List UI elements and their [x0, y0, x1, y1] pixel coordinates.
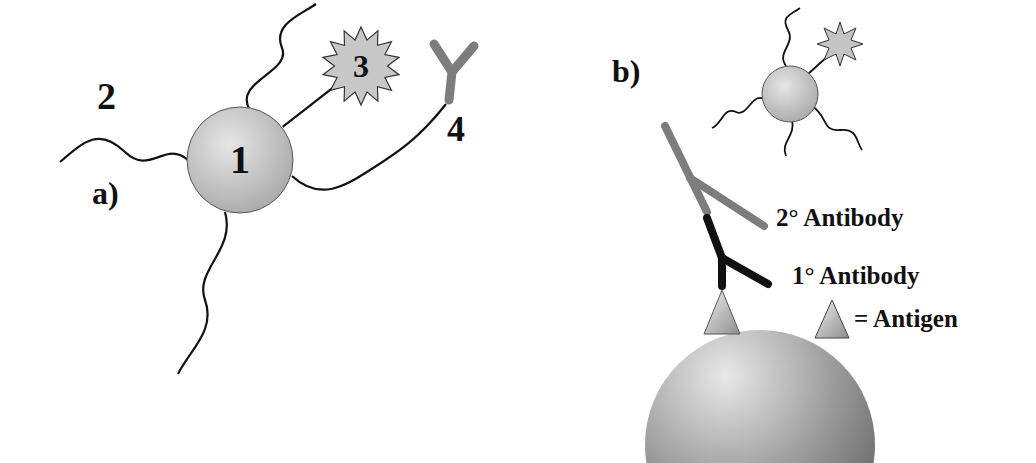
small-star [817, 22, 863, 66]
antibody-label: 2° Antibody [776, 204, 903, 232]
legend-sample [812, 298, 852, 340]
antigen-triangle [704, 290, 740, 334]
panel-label: b) [612, 54, 640, 89]
label-star: 3 [322, 27, 400, 105]
part-number: 3 [353, 50, 369, 82]
polymer-chain [783, 8, 800, 66]
target-sphere [645, 330, 875, 463]
polymer-chains [60, 4, 446, 374]
callout-number: 4 [447, 110, 465, 150]
secondary-antibody [665, 126, 764, 226]
antibody-symbol [434, 44, 474, 100]
antibody-label: 1° Antibody [792, 262, 919, 290]
polymer-chain [812, 106, 862, 150]
particle-circle: 1 [186, 106, 294, 214]
panel-label: a) [92, 176, 119, 211]
primary-antibody [722, 258, 768, 284]
secondary-antibody [690, 178, 764, 226]
small-particle [762, 66, 818, 122]
polymer-chain [178, 212, 227, 374]
particle-circle-outline [187, 107, 293, 213]
polymer-chain [785, 120, 793, 156]
primary-antibody [707, 218, 722, 286]
polymer-chain [712, 98, 766, 128]
polymer-chain [247, 4, 316, 110]
secondary-antibody [665, 126, 707, 212]
legend-text: = Antigen [854, 305, 958, 333]
legend-item: = Antigen [812, 298, 958, 340]
polymer-chain [60, 139, 188, 162]
polymer-chains [712, 8, 862, 156]
callout-number: 2 [97, 76, 116, 118]
primary-antibody [707, 218, 768, 286]
label-star-outline [323, 27, 399, 105]
part-number: 1 [230, 140, 250, 180]
antibody-symbol [452, 46, 474, 72]
antigen-triangle [815, 300, 849, 338]
polymer-chain [292, 104, 446, 190]
